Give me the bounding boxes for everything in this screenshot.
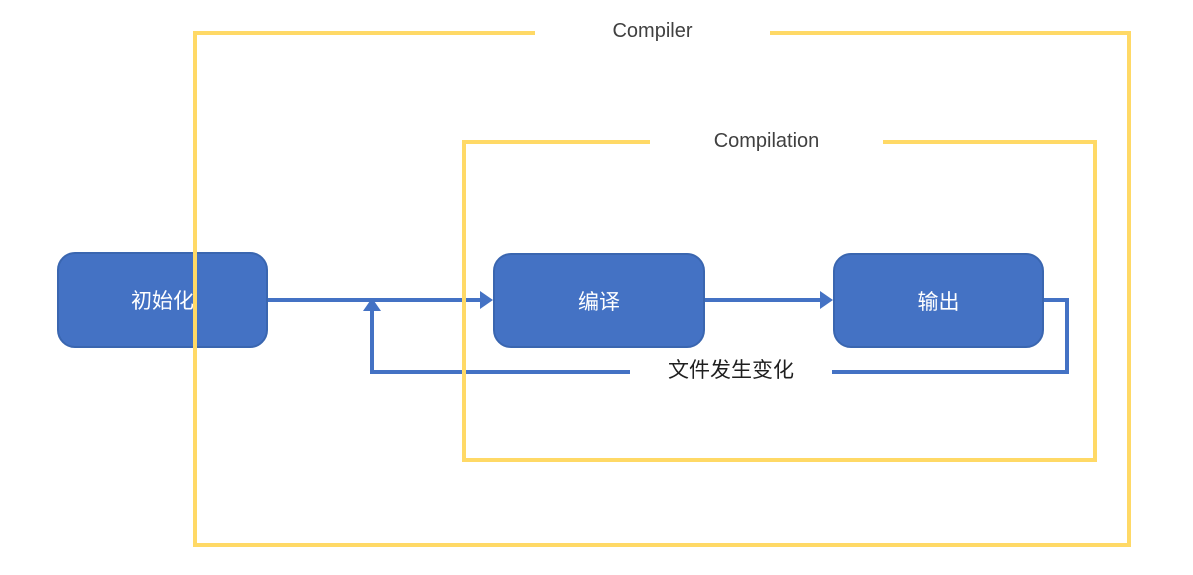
node-init: 初始化 bbox=[57, 252, 268, 348]
feedback-connector-bottom-right-segment bbox=[832, 370, 1069, 374]
feedback-edge-label: 文件发生变化 bbox=[630, 355, 832, 387]
arrowhead-into-output-icon bbox=[820, 291, 833, 309]
compilation-group-border bbox=[462, 140, 1097, 462]
compiler-group-label: Compiler bbox=[535, 15, 770, 47]
feedback-connector-left-up-segment bbox=[370, 311, 374, 374]
feedback-connector-exit-segment bbox=[1044, 298, 1069, 302]
node-output: 输出 bbox=[833, 253, 1044, 348]
arrowhead-feedback-up-icon bbox=[363, 298, 381, 311]
arrowhead-into-compile-icon bbox=[480, 291, 493, 309]
feedback-connector-bottom-left-segment bbox=[370, 370, 630, 374]
node-compile-label: 编译 bbox=[578, 290, 620, 314]
node-init-label: 初始化 bbox=[131, 290, 194, 313]
node-output-label: 输出 bbox=[917, 290, 960, 314]
compilation-group-label: Compilation bbox=[650, 125, 883, 157]
connector-compile-to-output bbox=[705, 298, 821, 302]
feedback-connector-right-down-segment bbox=[1065, 298, 1069, 374]
node-compile: 编译 bbox=[493, 253, 705, 348]
